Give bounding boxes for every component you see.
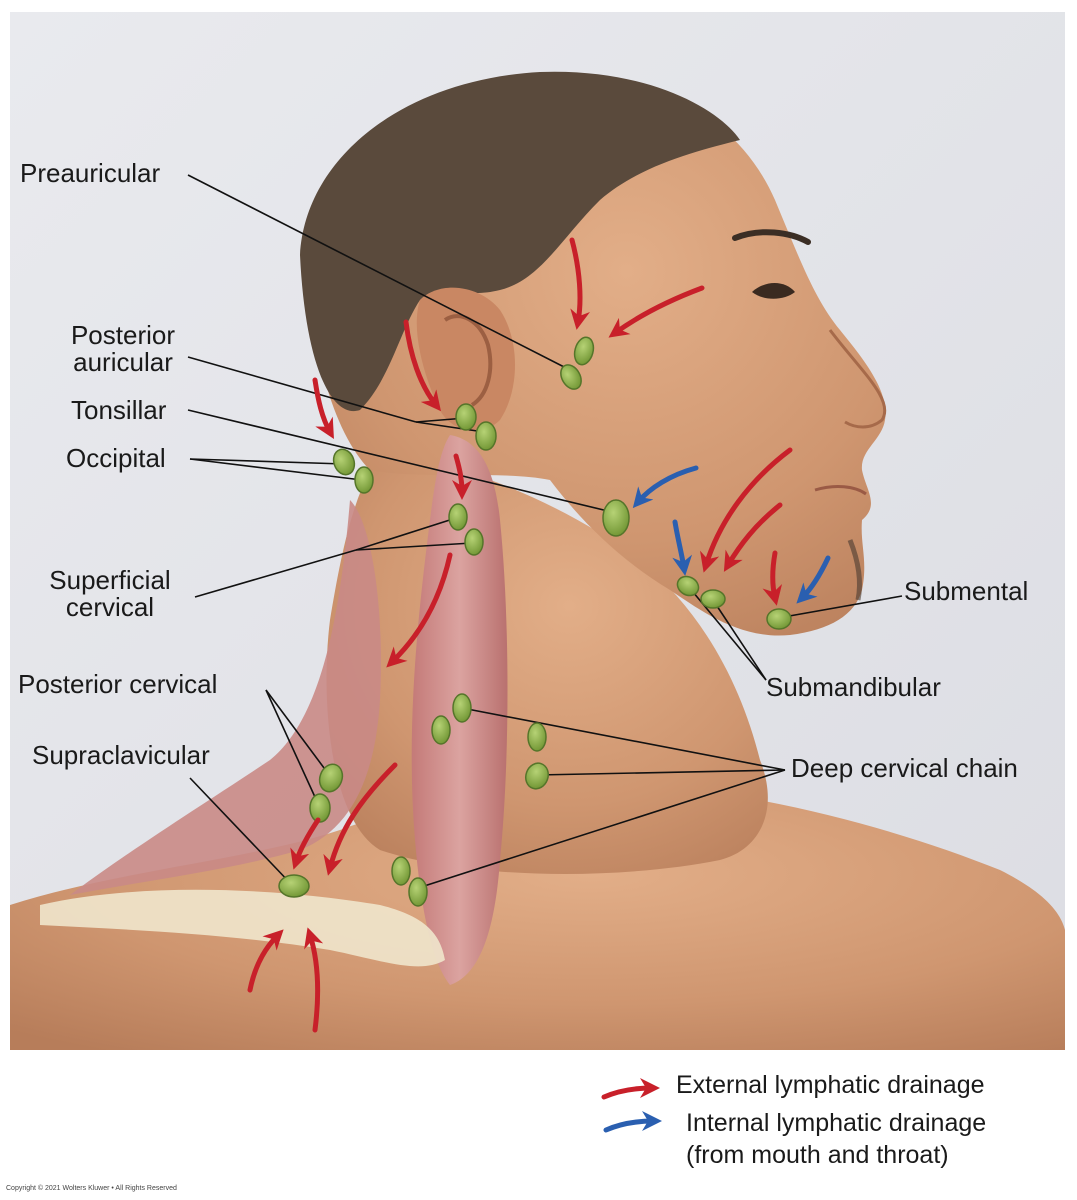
- label-superficial-cervical-line2: cervical: [65, 592, 155, 622]
- hair: [300, 71, 740, 412]
- node-supraclavicular: [278, 874, 310, 898]
- node-deep-cervical: [452, 693, 472, 723]
- label-submental: Submental: [904, 576, 1029, 606]
- node-deep-cervical: [524, 762, 550, 790]
- node-posterior-auricular: [475, 421, 497, 451]
- internal-arrows: [632, 465, 831, 604]
- lymph-nodes: [278, 336, 792, 907]
- ear: [416, 287, 515, 431]
- node-preauricular: [560, 364, 582, 390]
- node-preauricular: [573, 336, 595, 366]
- label-tonsillar: Tonsillar: [71, 395, 167, 425]
- node-deep-cervical: [431, 715, 451, 745]
- label-supraclavicular: Supraclavicular: [32, 740, 210, 770]
- node-superficial-cervical: [464, 528, 484, 556]
- label-posterior-auricular-line2: auricular: [73, 347, 173, 377]
- clavicle: [40, 889, 445, 967]
- copyright-notice: Copyright © 2021 Wolters Kluwer • All Ri…: [6, 1185, 177, 1192]
- label-posterior-cervical: Posterior cervical: [18, 669, 218, 699]
- node-superficial-cervical: [448, 503, 468, 531]
- legend-external-arrow: [601, 1078, 660, 1100]
- label-submandibular: Submandibular: [766, 672, 941, 702]
- label-superficial-cervical-line1: Superficial: [49, 565, 171, 595]
- node-deep-cervical: [527, 722, 547, 752]
- node-submandibular: [700, 589, 726, 609]
- external-arrows: [247, 237, 793, 1033]
- label-deep-cervical-chain: Deep cervical chain: [791, 753, 1018, 783]
- legend-internal-arrow: [603, 1111, 662, 1133]
- node-deep-cervical: [391, 856, 411, 886]
- node-submental: [766, 608, 792, 630]
- trapezius-muscle: [70, 500, 381, 895]
- node-occipital: [354, 466, 374, 494]
- node-posterior-cervical: [318, 763, 344, 793]
- node-tonsillar: [602, 499, 630, 537]
- node-posterior-cervical: [309, 793, 331, 823]
- label-occipital: Occipital: [66, 443, 166, 473]
- node-submandibular: [676, 575, 700, 597]
- label-preauricular: Preauricular: [20, 158, 161, 188]
- legend-internal-label: Internal lymphatic drainage: [686, 1109, 987, 1137]
- leader-lines: [187, 174, 903, 889]
- node-occipital: [332, 448, 356, 476]
- legend-external-label: External lymphatic drainage: [676, 1071, 985, 1099]
- label-posterior-auricular-line1: Posterior: [70, 320, 176, 350]
- node-posterior-auricular: [455, 403, 477, 431]
- label-posterior-auricular: Posterior auricular: [58, 322, 188, 376]
- node-deep-cervical: [408, 877, 428, 907]
- label-superficial-cervical: Superficial cervical: [34, 567, 186, 621]
- shoulders: [10, 780, 1065, 1050]
- legend-internal-sublabel: (from mouth and throat): [686, 1141, 949, 1169]
